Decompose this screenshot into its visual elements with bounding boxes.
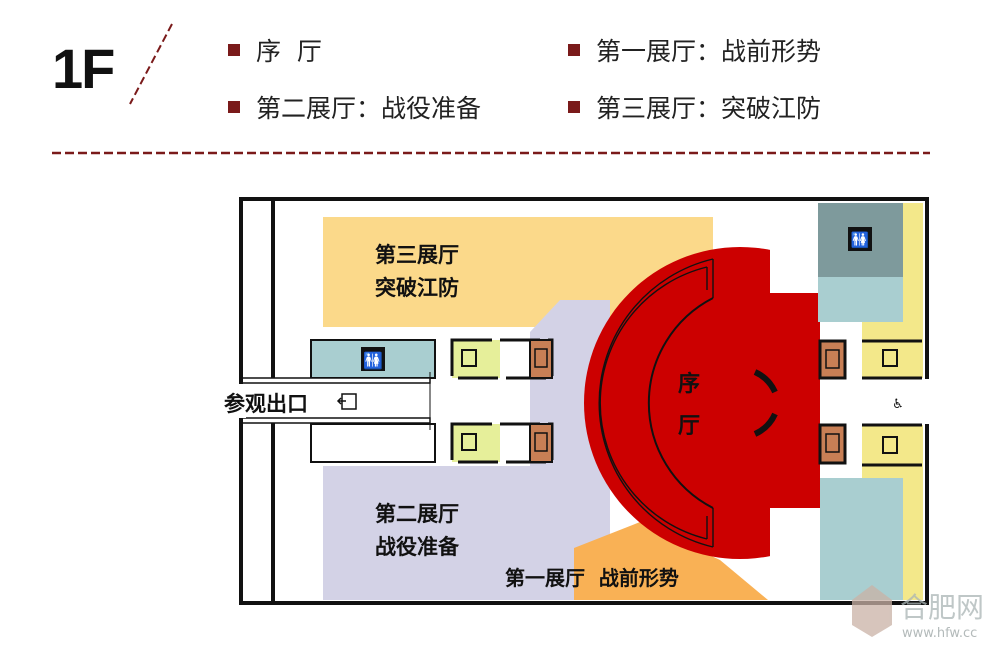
watermark-name: 合肥网 (900, 591, 984, 624)
prelude-label: 序 (678, 371, 700, 397)
exit-label: 参观出口 (224, 392, 308, 416)
wall (862, 339, 922, 467)
legend-item-hall2: 第二展厅：战役准备 (228, 89, 481, 125)
slash-divider (129, 23, 173, 105)
corridor-right-top (903, 203, 923, 345)
room-right-top (818, 277, 903, 322)
stair-right-bottom (862, 425, 923, 478)
hall2-sublabel: 战役准备 (375, 535, 460, 559)
legend-item-hall3: 第三展厅：突破江防 (568, 89, 821, 125)
watermark-url: www.hfw.cc (902, 626, 977, 641)
legend-label: 序 厅 (256, 37, 322, 66)
exit-corridor-wall (239, 417, 431, 424)
restroom-icon: 🚻 (361, 347, 385, 371)
partition-wall (753, 412, 778, 437)
bullet-icon (228, 44, 240, 56)
prelude-hall-annex (768, 293, 820, 508)
elevator-right-top (818, 339, 847, 380)
watermark-logo-icon (852, 585, 892, 637)
restroom-icon: 🚻 (848, 227, 872, 251)
hall3-sublabel: 突破江防 (375, 276, 459, 300)
legend-label: 第一展厅：战前形势 (596, 37, 822, 66)
legend-label: 第三展厅：突破江防 (596, 94, 822, 123)
hall1-label: 第一展厅 战前形势 (505, 566, 679, 590)
watermark: 合肥网 www.hfw.cc (852, 585, 984, 641)
emergency-exit-icon (461, 349, 898, 454)
hall2-label: 第二展厅 (375, 502, 459, 526)
room-right-bottom (820, 478, 903, 600)
wall (450, 338, 554, 464)
elevator-left-bottom (529, 423, 553, 463)
elevator-icon (534, 348, 840, 453)
svg-text:🚻: 🚻 (851, 231, 870, 249)
elevator-left-top (529, 339, 553, 379)
svg-text:🚻: 🚻 (363, 351, 383, 370)
elevator-right-bottom (818, 423, 847, 465)
wheelchair-icon: ♿ (892, 397, 904, 412)
bullet-icon (228, 101, 240, 113)
prelude-sublabel: 厅 (678, 414, 700, 439)
bullet-icon (568, 101, 580, 113)
bullet-icon (568, 44, 580, 56)
curved-wall (598, 258, 714, 548)
legend-item-prelude: 序 厅 (228, 32, 322, 68)
floor-number: 1F (52, 37, 115, 100)
hall3-label: 第三展厅 (375, 243, 459, 267)
exit-arrow-icon (336, 393, 357, 410)
legend-item-hall1: 第一展厅：战前形势 (568, 32, 821, 68)
hall1-zone (574, 522, 768, 600)
exit-corridor-wall (239, 377, 431, 384)
corridor-right-bottom (903, 478, 923, 600)
prelude-hall-zone (584, 247, 770, 559)
legend-label: 第二展厅：战役准备 (256, 94, 482, 123)
partition-wall (753, 369, 778, 394)
room-left (310, 423, 436, 463)
